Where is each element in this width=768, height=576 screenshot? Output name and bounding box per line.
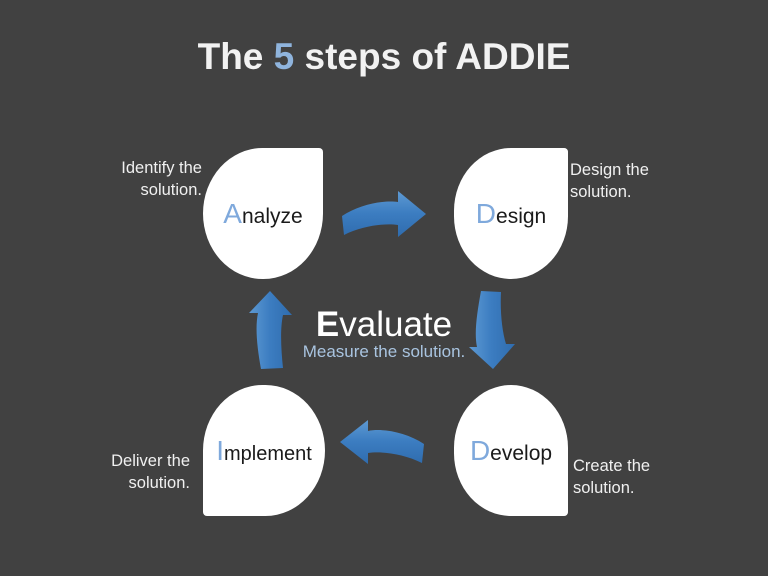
caption-develop: Create the solution. — [573, 457, 651, 498]
caption-implement: Deliver the solution. — [111, 452, 190, 493]
title-number: 5 — [273, 36, 295, 77]
node-design[interactable]: Design — [454, 148, 568, 279]
node-analyze-rest: nalyze — [241, 204, 303, 228]
title-suffix: steps of ADDIE — [294, 36, 571, 77]
caption-analyze: Identify the solution. — [121, 159, 202, 200]
center-evaluate-group: Evaluate Measure the solution. — [0, 305, 768, 362]
arrow-up-icon — [249, 291, 292, 369]
node-develop-label: Develop — [451, 434, 571, 466]
arrow-left-icon — [340, 420, 424, 464]
node-develop-initial: D — [469, 434, 491, 466]
arrow-down-icon — [469, 291, 515, 369]
node-analyze-label: Analyze — [203, 197, 323, 229]
node-implement-initial: I — [216, 434, 224, 466]
node-analyze-initial: A — [223, 197, 242, 229]
node-develop[interactable]: Develop — [454, 385, 568, 516]
caption-design: Design the solution. — [570, 161, 649, 202]
arrow-right-icon — [342, 191, 426, 237]
title-prefix: The — [197, 36, 274, 77]
evaluate-title: Evaluate — [0, 305, 768, 344]
node-implement[interactable]: Implement — [203, 385, 325, 516]
evaluate-initial: E — [315, 305, 340, 344]
node-analyze[interactable]: Analyze — [203, 148, 323, 279]
page-title: The 5 steps of ADDIE — [0, 36, 768, 78]
evaluate-subtitle: Measure the solution. — [302, 341, 466, 361]
node-develop-rest: evelop — [490, 441, 553, 465]
evaluate-rest: valuate — [339, 305, 453, 344]
node-implement-rest: mplement — [223, 442, 312, 465]
node-implement-label: Implement — [200, 434, 328, 466]
node-design-initial: D — [475, 197, 497, 229]
node-design-label: Design — [451, 197, 571, 229]
node-design-rest: esign — [496, 204, 547, 228]
